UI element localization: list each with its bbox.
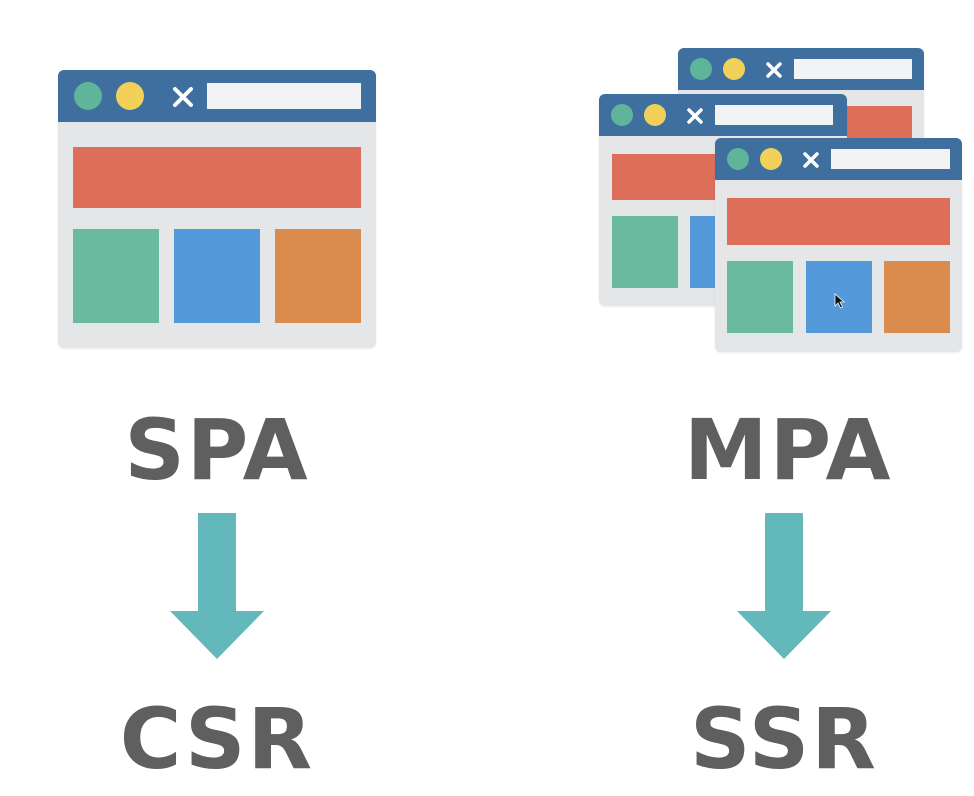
mouse-cursor-icon — [834, 293, 846, 309]
yellow-dot-icon — [723, 58, 745, 80]
ssr-label: SSR — [690, 690, 878, 788]
yellow-dot-icon — [644, 104, 666, 126]
green-panel — [73, 229, 159, 323]
green-panel — [727, 261, 793, 333]
orange-panel — [275, 229, 361, 323]
mpa-front-titlebar — [715, 138, 962, 180]
spa-down-arrow-icon — [170, 513, 264, 659]
url-bar — [207, 83, 361, 109]
orange-panel — [884, 261, 950, 333]
blue-panel — [806, 261, 872, 333]
mpa-middle-titlebar — [599, 94, 847, 136]
green-dot-icon — [690, 58, 712, 80]
url-bar — [794, 59, 912, 79]
spa-titlebar — [58, 70, 376, 122]
green-dot-icon — [611, 104, 633, 126]
header-block — [73, 147, 361, 208]
close-icon — [173, 87, 193, 107]
mpa-label: MPA — [684, 401, 893, 499]
close-icon — [766, 62, 782, 78]
yellow-dot-icon — [760, 148, 782, 170]
spa-browser-window — [58, 70, 376, 348]
url-bar — [831, 149, 950, 169]
url-bar — [715, 105, 833, 125]
green-dot-icon — [727, 148, 749, 170]
mpa-down-arrow-icon — [737, 513, 831, 659]
green-dot-icon — [74, 82, 102, 110]
csr-label: CSR — [119, 690, 315, 788]
yellow-dot-icon — [116, 82, 144, 110]
green-panel — [612, 216, 678, 288]
spa-label: SPA — [124, 401, 310, 499]
header-block — [727, 198, 950, 245]
close-icon — [803, 152, 819, 168]
mpa-browser-window-front — [715, 138, 962, 352]
blue-panel — [174, 229, 260, 323]
mpa-back-titlebar — [678, 48, 924, 90]
close-icon — [687, 108, 703, 124]
